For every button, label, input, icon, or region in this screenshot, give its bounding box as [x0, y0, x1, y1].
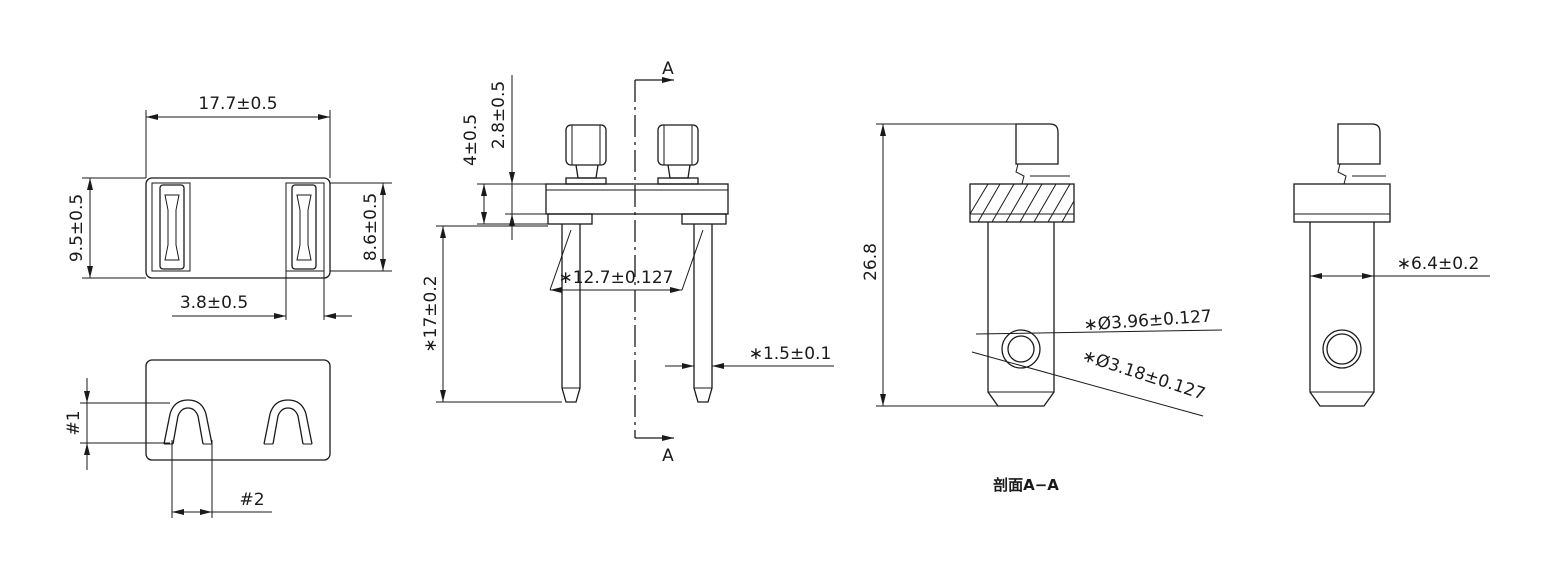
label-2: #2	[239, 490, 264, 510]
bottom-view: #1 #2	[64, 359, 331, 518]
front-view: A A 4±0.5 2.8±0.5	[421, 59, 834, 466]
section-mark-top: A	[662, 59, 674, 79]
dim-side-width: ∗6.4±0.2	[1397, 254, 1480, 274]
dim-inner-height-label: 8.6±0.5	[361, 193, 381, 261]
dim-pin-label: ∗1.5±0.1	[749, 344, 832, 364]
dim-height-26-8: 26.8	[861, 243, 881, 281]
dim-length-label: ∗17±0.2	[421, 275, 441, 352]
dim-width-label: 17.7±0.5	[198, 94, 277, 114]
dim-4-label: 4±0.5	[461, 114, 481, 166]
dim-hole-inner: ∗Ø3.18±0.127	[1079, 346, 1207, 405]
section-caption: 剖面A−A	[993, 476, 1059, 494]
dim-2-8-label: 2.8±0.5	[489, 81, 509, 149]
top-view: 17.7±0.5 9.5±0.5 8.6±0.5 3.8±0.5	[67, 94, 392, 320]
dim-offset-label: 3.8±0.5	[180, 293, 248, 313]
side-view: ∗6.4±0.2	[1293, 123, 1490, 407]
dim-pitch-label: ∗12.7±0.127	[558, 268, 673, 288]
section-hatching	[969, 183, 1075, 223]
section-mark-bottom: A	[662, 446, 674, 466]
label-1: #1	[64, 410, 84, 435]
section-view: 26.8 ∗Ø3.96±0.127 ∗Ø3.18±0.127 剖面A−A	[861, 123, 1223, 494]
dim-height-label: 9.5±0.5	[67, 194, 87, 262]
